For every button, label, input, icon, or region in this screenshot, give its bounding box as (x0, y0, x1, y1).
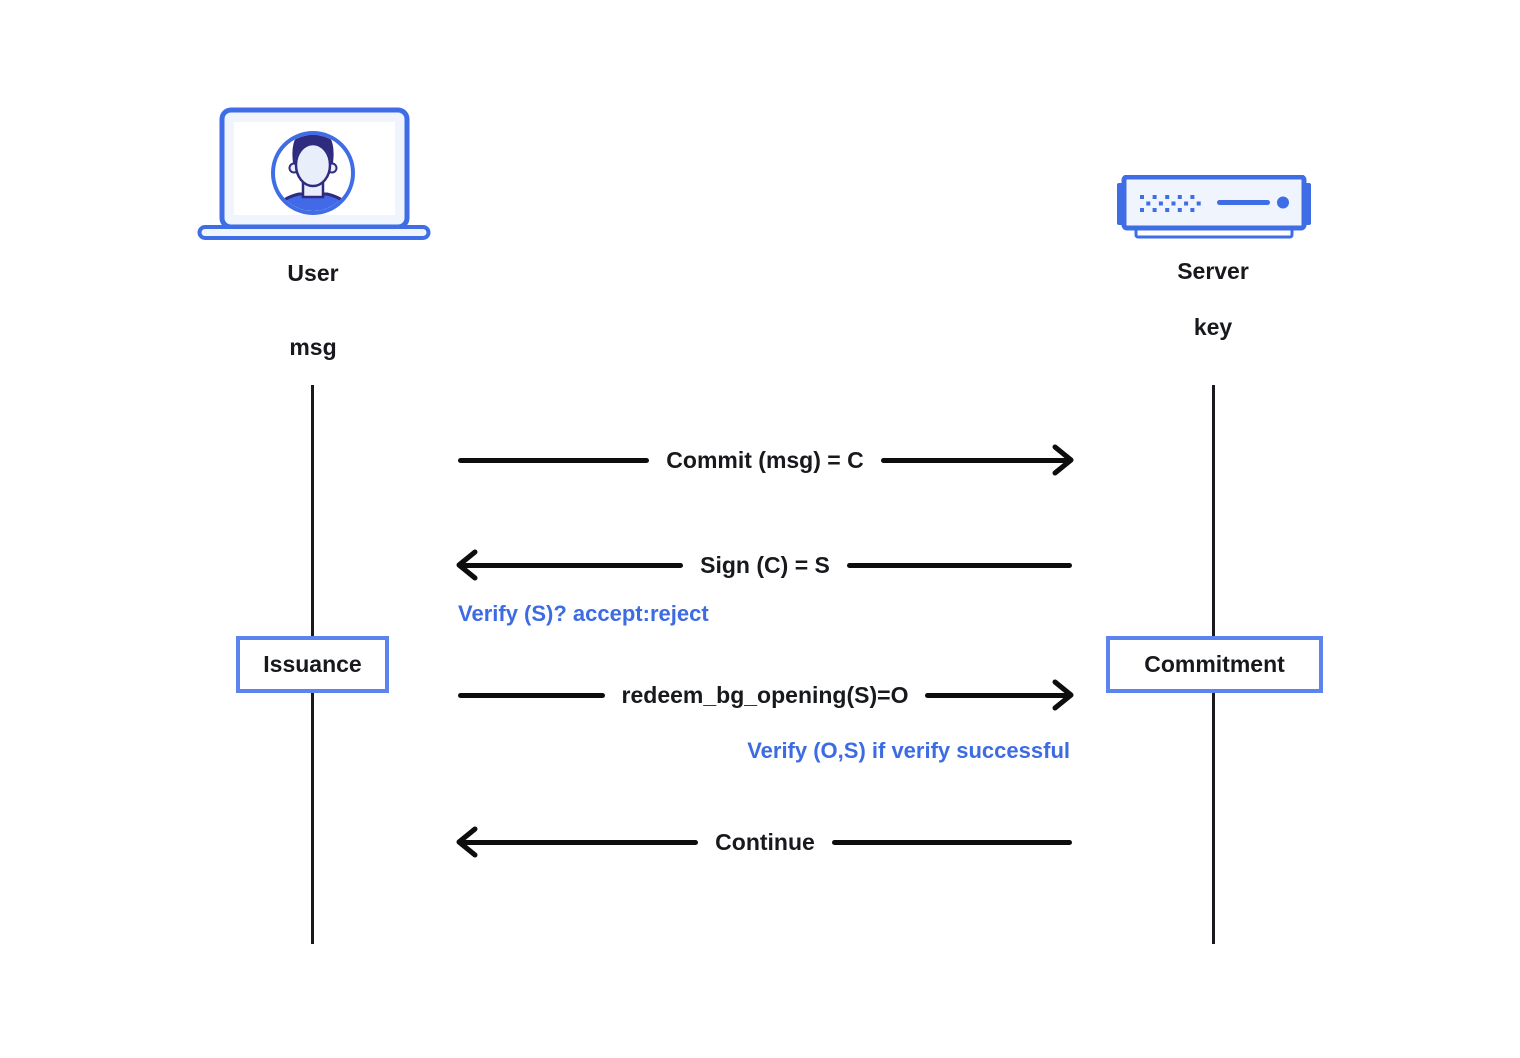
message-label: redeem_bg_opening(S)=O (621, 681, 909, 708)
note-verify-opening: Verify (O,S) if verify successful (747, 738, 1070, 763)
message-label: Continue (715, 828, 815, 855)
arrowhead-left-icon (456, 549, 478, 581)
state-box-commitment: Commitment (1106, 636, 1323, 693)
state-label: Issuance (263, 651, 362, 677)
server-power-dot (1277, 196, 1289, 209)
state-box-issuance: Issuance (236, 636, 389, 693)
state-label: Commitment (1144, 651, 1285, 677)
message-line (458, 839, 699, 845)
actor-server-attribute: key (1193, 314, 1233, 340)
message-continue: Continue (456, 823, 1072, 861)
message-line (458, 457, 650, 463)
actor-user-attribute: msg (289, 334, 337, 360)
arrowhead-right-icon (1052, 444, 1074, 476)
message-commit: Commit (msg) = C (458, 441, 1074, 479)
server-led-dots (1140, 195, 1201, 212)
arrowhead-right-icon (1052, 679, 1074, 711)
message-line (458, 692, 605, 698)
message-sign: Sign (C) = S (456, 546, 1073, 584)
actor-user-name: User (287, 260, 339, 286)
note-verify-signature: Verify (S)? accept:reject (458, 601, 709, 626)
message-line (880, 457, 1072, 463)
message-label: Sign (C) = S (700, 551, 830, 578)
laptop-user-icon (197, 107, 431, 240)
message-line (925, 692, 1073, 698)
message-line (846, 562, 1073, 568)
actor-server-name: Server (1177, 258, 1249, 284)
message-line (458, 562, 684, 568)
server-slot-line (1217, 200, 1270, 205)
arrowhead-left-icon (456, 826, 478, 858)
server-icon (1117, 175, 1311, 239)
message-label: Commit (msg) = C (666, 446, 864, 473)
message-line (831, 839, 1072, 845)
message-redeem: redeem_bg_opening(S)=O (458, 676, 1074, 714)
